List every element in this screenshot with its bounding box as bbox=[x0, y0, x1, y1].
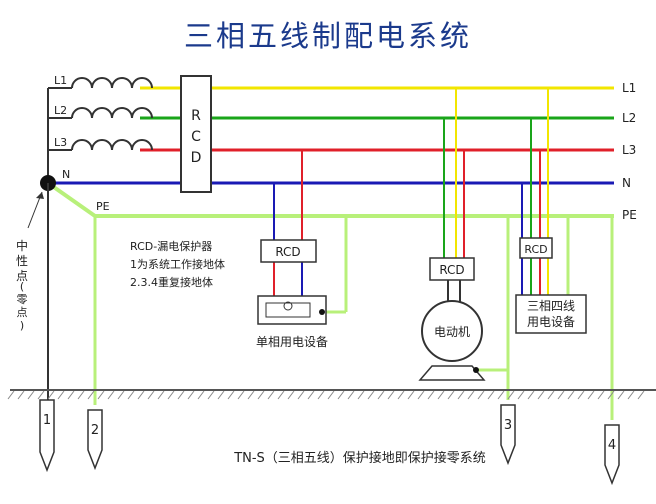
transformer-coils bbox=[47, 77, 153, 183]
coil-l3 bbox=[71, 139, 153, 151]
ground-electrode-3 bbox=[500, 404, 516, 466]
label-l2-right: L2 bbox=[622, 111, 636, 125]
three-phase-device-line2: 用电设备 bbox=[527, 315, 575, 329]
label-l1-right: L1 bbox=[622, 81, 636, 95]
neutral-point-label: 中性点 (零点) bbox=[16, 238, 28, 332]
label-pe-left: PE bbox=[96, 200, 110, 213]
note-line2: 1为系统工作接地体 bbox=[130, 257, 225, 271]
ground-electrodes bbox=[39, 399, 620, 486]
main-rcd-letter-c: C bbox=[191, 129, 201, 145]
motor-rcd-box bbox=[429, 257, 475, 281]
three-phase-rcd-box bbox=[519, 237, 553, 259]
ground-number-2: 2 bbox=[91, 423, 99, 438]
single-phase-rcd-label: RCD bbox=[275, 245, 300, 259]
single-phase-branch bbox=[273, 150, 348, 314]
three-phase-branch bbox=[521, 88, 570, 295]
single-phase-device bbox=[257, 295, 327, 325]
neutral-point-text: 中性点 bbox=[16, 238, 28, 283]
note-line1: RCD-漏电保护器 bbox=[130, 239, 212, 253]
main-rcd-box bbox=[180, 75, 212, 193]
neutral-arrow-head bbox=[36, 192, 44, 199]
ground-hatch bbox=[7, 390, 645, 400]
ground-number-4: 4 bbox=[608, 438, 616, 453]
label-l1-left: L1 bbox=[54, 74, 67, 87]
single-phase-device-label: 单相用电设备 bbox=[256, 335, 328, 349]
neutral-point-subtext: (零点) bbox=[17, 280, 28, 332]
main-rcd-letter-r: R bbox=[191, 108, 201, 124]
label-n-left: N bbox=[62, 168, 70, 181]
motor-icon bbox=[418, 300, 486, 381]
single-phase-rcd-box bbox=[260, 239, 317, 263]
label-n-right: N bbox=[622, 176, 631, 190]
three-phase-rcd-label: RCD bbox=[524, 243, 547, 256]
label-l3-right: L3 bbox=[622, 143, 636, 157]
notes: RCD-漏电保护器 1为系统工作接地体 2.3.4重复接地体 bbox=[130, 239, 225, 289]
motor-branch bbox=[443, 88, 510, 400]
three-phase-device-line1: 三相四线 bbox=[527, 299, 575, 313]
note-line3: 2.3.4重复接地体 bbox=[130, 275, 213, 289]
label-l3-left: L3 bbox=[54, 136, 67, 149]
label-l2-left: L2 bbox=[54, 104, 67, 117]
ground-electrode-1 bbox=[39, 399, 55, 473]
pe-link bbox=[46, 181, 97, 218]
ground-number-3: 3 bbox=[504, 418, 512, 433]
label-pe-right: PE bbox=[622, 208, 637, 222]
motor-rcd-label: RCD bbox=[439, 263, 464, 277]
motor-label: 电动机 bbox=[434, 325, 470, 339]
socket-icon bbox=[283, 301, 293, 311]
three-phase-device-box bbox=[515, 294, 587, 334]
device-ground-terminal bbox=[319, 309, 325, 315]
main-rcd-letter-d: D bbox=[191, 150, 202, 166]
socket-plate bbox=[265, 302, 311, 318]
ground-electrode-2 bbox=[87, 409, 103, 471]
ground-electrode-4 bbox=[604, 424, 620, 486]
coil-l1 bbox=[71, 77, 153, 89]
diagram-title: 三相五线制配电系统 bbox=[184, 19, 472, 53]
diagram-caption: TN-S（三相五线）保护接地即保护接零系统 bbox=[233, 450, 486, 466]
ground-number-1: 1 bbox=[43, 413, 51, 428]
coil-l2 bbox=[71, 107, 153, 119]
